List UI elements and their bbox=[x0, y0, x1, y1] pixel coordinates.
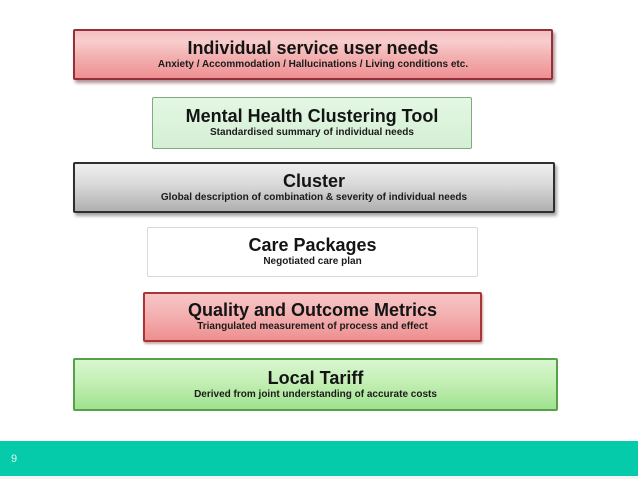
box-subtitle: Standardised summary of individual needs bbox=[210, 127, 414, 139]
box-individual-service-user-needs: Individual service user needs Anxiety / … bbox=[73, 29, 553, 80]
box-quality-and-outcome-metrics: Quality and Outcome Metrics Triangulated… bbox=[143, 292, 482, 342]
box-subtitle: Triangulated measurement of process and … bbox=[197, 321, 428, 333]
box-title: Local Tariff bbox=[267, 367, 364, 388]
slide-footer-bar: 9 bbox=[0, 441, 638, 476]
box-care-packages: Care Packages Negotiated care plan bbox=[147, 227, 478, 277]
box-subtitle: Negotiated care plan bbox=[263, 256, 362, 268]
box-cluster: Cluster Global description of combinatio… bbox=[73, 162, 555, 213]
box-title: Mental Health Clustering Tool bbox=[185, 106, 439, 127]
box-local-tariff: Local Tariff Derived from joint understa… bbox=[73, 358, 558, 411]
box-subtitle: Derived from joint understanding of accu… bbox=[194, 388, 437, 400]
box-title: Care Packages bbox=[248, 235, 377, 256]
box-title: Quality and Outcome Metrics bbox=[187, 300, 438, 321]
box-mental-health-clustering-tool: Mental Health Clustering Tool Standardis… bbox=[152, 97, 472, 149]
box-title: Cluster bbox=[282, 170, 345, 191]
slide-number: 9 bbox=[11, 452, 18, 465]
box-title: Individual service user needs bbox=[187, 37, 439, 58]
bottom-edge-strip bbox=[0, 476, 638, 479]
box-subtitle: Global description of combination & seve… bbox=[160, 191, 468, 203]
box-subtitle: Anxiety / Accommodation / Hallucinations… bbox=[157, 58, 469, 70]
